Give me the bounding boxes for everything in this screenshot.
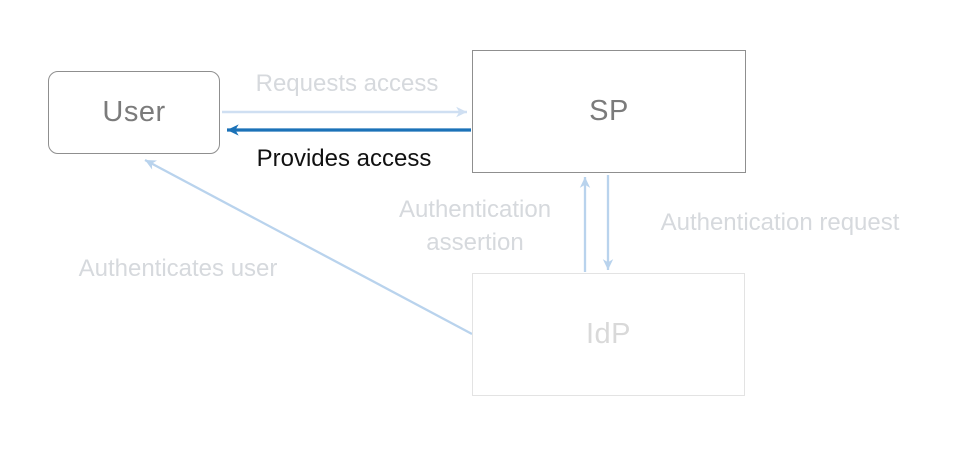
node-user: User bbox=[48, 71, 220, 154]
edge-label-authentication-request: Authentication request bbox=[660, 209, 900, 236]
edge-label-authenticates-user: Authenticates user bbox=[78, 255, 278, 282]
node-idp-label: IdP bbox=[585, 318, 632, 350]
edge-authenticates-user bbox=[144, 158, 473, 336]
edge-label-authentication-assertion: Authentication assertion bbox=[398, 196, 552, 256]
node-user-label: User bbox=[102, 96, 166, 128]
node-sp: SP bbox=[472, 50, 746, 173]
node-sp-label: SP bbox=[589, 95, 629, 127]
edge-label-requests-access: Requests access bbox=[255, 70, 439, 97]
node-idp: IdP bbox=[472, 273, 745, 396]
edge-label-provides-access: Provides access bbox=[256, 145, 432, 172]
